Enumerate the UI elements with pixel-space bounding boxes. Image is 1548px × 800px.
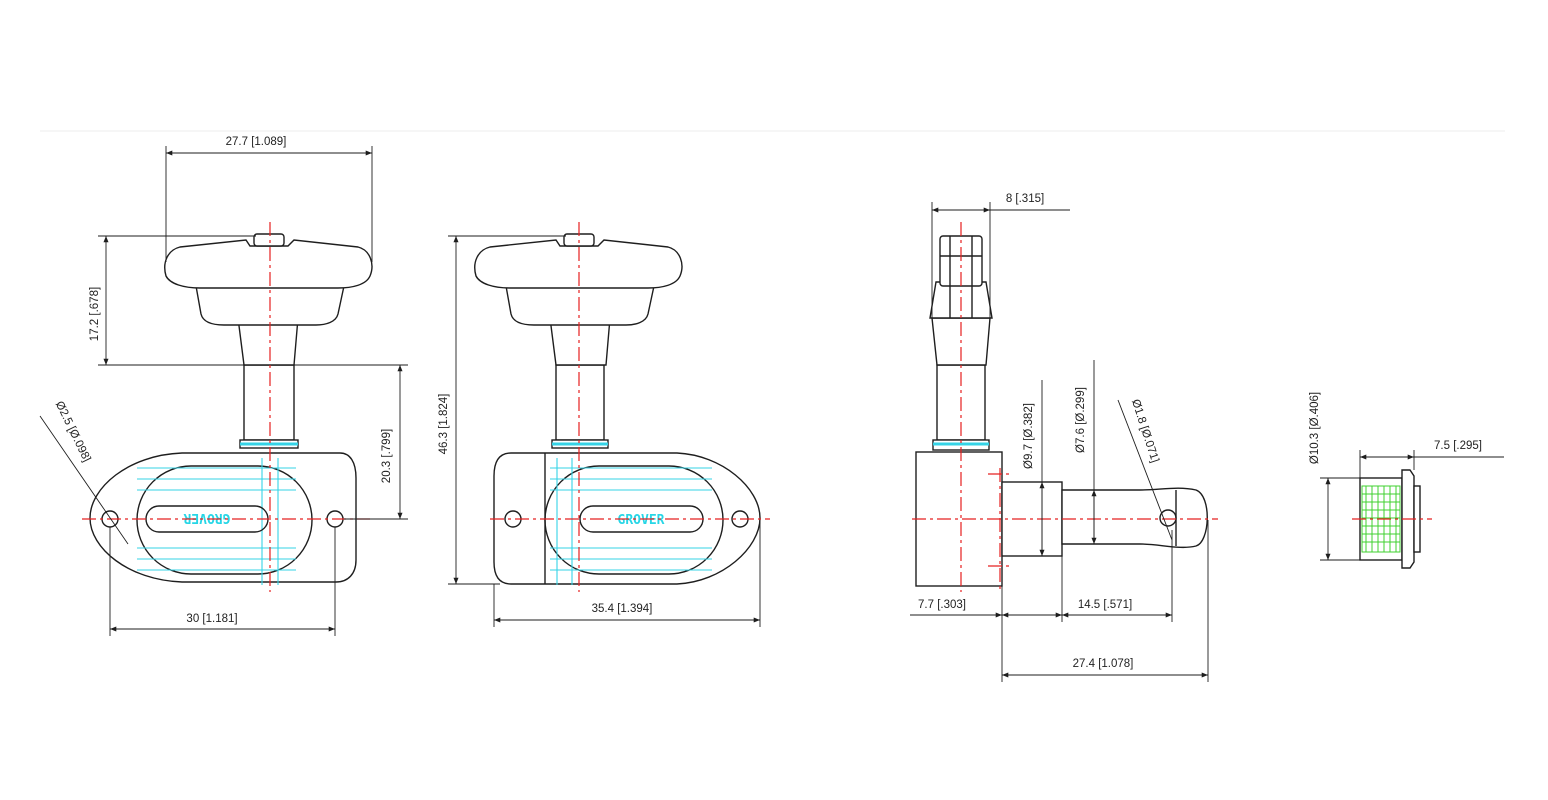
bushing-view — [1352, 469, 1432, 569]
side-post-small — [1061, 487, 1208, 549]
side-view — [912, 222, 1218, 592]
front-logo-text: GROVER — [183, 510, 230, 525]
back-view: GROVER — [474, 222, 770, 592]
dim-front-base-width: 30 [1.181] — [186, 613, 237, 625]
dim-post-dia-large: Ø9.7 [Ø.382] — [1023, 403, 1035, 469]
front-inner-capsule — [136, 465, 313, 575]
dim-side-overall: 27.4 [1.078] — [1073, 658, 1134, 670]
front-knob-wings — [164, 239, 373, 289]
back-cyan-hatch — [550, 458, 712, 585]
dim-bushing-dia: Ø10.3 [Ø.406] — [1309, 392, 1321, 464]
front-view: GROVER — [82, 222, 373, 592]
back-logo-text: GROVER — [618, 513, 665, 528]
front-shaft — [243, 364, 295, 441]
dim-top-width: 27.7 [1.089] — [226, 136, 287, 148]
dim-shaft-height: 20.3 [.799] — [381, 429, 393, 483]
dim-housing-depth: 7.7 [.303] — [918, 599, 966, 611]
dim-post-dia-small: Ø7.6 [Ø.299] — [1075, 387, 1087, 453]
dim-knob-height: 17.2 [.678] — [89, 287, 101, 341]
front-view-dimensions: 27.7 [1.089] 17.2 [.678] 20.3 [.799] Ø2.… — [39, 136, 408, 636]
bushing-dimensions: Ø10.3 [Ø.406] 7.5 [.295] — [1309, 392, 1504, 561]
back-knob-wings — [474, 239, 683, 289]
back-shaft — [555, 364, 605, 441]
back-inner-capsule — [544, 465, 724, 575]
dim-overall-height: 46.3 [1.824] — [438, 394, 450, 455]
front-knob-top-cap — [253, 233, 285, 247]
back-knob-middle — [505, 285, 655, 326]
back-view-dimensions: 46.3 [1.824] 35.4 [1.394] — [438, 235, 761, 627]
dim-post-length: 14.5 [.571] — [1078, 599, 1132, 611]
front-base-plate — [89, 452, 357, 583]
dim-string-hole-dia: Ø1.8 [Ø.071] — [1129, 398, 1161, 464]
dim-bushing-length: 7.5 [.295] — [1434, 440, 1482, 452]
dim-side-knob-width: 8 [.315] — [1006, 193, 1044, 205]
dim-back-base-width: 35.4 [1.394] — [592, 603, 653, 615]
dim-hole-dia: Ø2.5 [Ø.098] — [53, 399, 93, 463]
